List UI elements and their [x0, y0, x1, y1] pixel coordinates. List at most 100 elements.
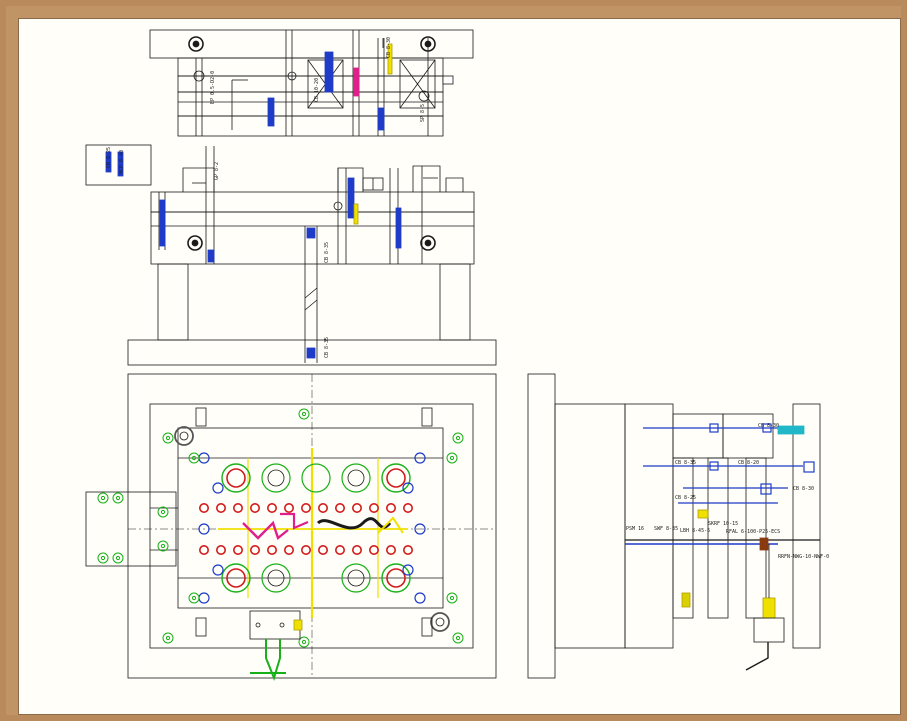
label-cb-left: CB 8-25: [106, 147, 112, 168]
cooling-hole: [212, 482, 224, 494]
label-side-cb-c: CB 8-20: [738, 460, 759, 466]
label-side-ps: PSM 16: [626, 526, 644, 532]
bolt-center: [115, 495, 121, 501]
ejector-pin-bottom: [351, 544, 362, 555]
cooling-hole: [402, 564, 414, 576]
plan-view: [85, 373, 497, 682]
ejector-pin-bottom: [199, 544, 210, 555]
label-side-sw: SWF 8-35: [654, 526, 678, 532]
bolt-center: [301, 639, 307, 645]
label-ej-pin: EP 0.5-D2-0: [210, 71, 216, 104]
ejector-pin-bottom: [250, 544, 261, 555]
plate-bolts: [97, 408, 464, 648]
ejector-pin-top: [317, 502, 328, 513]
bolt: [97, 552, 109, 564]
label-gp: GP 8-2: [214, 162, 220, 180]
cooling-hole-ring: [198, 452, 426, 604]
ejector-pin-top: [385, 502, 396, 513]
ejector-pin-bottom: [368, 544, 379, 555]
support-rail-right: [439, 263, 471, 341]
support-rail-left: [157, 263, 189, 341]
cooling-hole: [198, 592, 210, 604]
bolt: [188, 592, 200, 604]
label-side-rod1: SKRF 10-15: [708, 521, 738, 527]
label-side-lbh: LBH 8-45-5: [680, 528, 710, 534]
bolt-center: [301, 411, 307, 417]
ejector-pin-bottom: [267, 544, 278, 555]
bolt: [452, 632, 464, 644]
bolt-center: [100, 495, 106, 501]
bolt: [112, 552, 124, 564]
bolt: [298, 408, 310, 420]
drawing-canvas: EP 0.5-D2-0 CB 8-30 CB 10-20 SP 8-5 CB 8…: [18, 18, 901, 715]
bolt-center: [165, 635, 171, 641]
plan-mold-base: [149, 403, 474, 649]
bolt-center: [191, 455, 197, 461]
side-clamp-plate: [527, 373, 556, 679]
cooling-hole: [414, 523, 426, 535]
bolt: [446, 452, 458, 464]
label-cb-vert: CB 8-35: [324, 242, 330, 263]
cooling-hole: [414, 592, 426, 604]
side-clamp-plate-right: [792, 403, 821, 649]
ejector-pin-bottom: [317, 544, 328, 555]
ejector-pin-top: [199, 502, 210, 513]
ejector-pin-top: [300, 502, 311, 513]
cooling-hole: [198, 523, 210, 535]
side-section-view: [527, 373, 821, 679]
ejector-pin-top: [351, 502, 362, 513]
boss-row-bottom: [221, 563, 411, 593]
ejector-pin-top: [233, 502, 244, 513]
plan-cavity-insert: [177, 427, 444, 609]
side-nozzle-body: [753, 617, 785, 643]
bolt-center: [160, 543, 166, 549]
ejector-pin-top: [368, 502, 379, 513]
front-section-view: [85, 29, 497, 366]
ejector-pin-top: [283, 502, 294, 513]
core-plate-top: [150, 191, 475, 213]
label-mcp: MCP 8-40: [119, 150, 125, 174]
bottom-clamp-plate: [127, 339, 497, 366]
core-plate: [150, 211, 475, 265]
cooling-hole: [414, 452, 426, 464]
bolt-center: [165, 435, 171, 441]
runner-plate: [177, 57, 444, 77]
label-sp: SP 8-5: [420, 104, 426, 122]
ejector-pin-bottom: [216, 544, 227, 555]
label-side-cb-d: CB 8-30: [793, 486, 814, 492]
ejector-pin-top: [216, 502, 227, 513]
label-cb-mid: CB 10-20: [314, 78, 320, 102]
side-action-block: [85, 144, 152, 186]
bolt: [162, 432, 174, 444]
label-side-cb-a: CB 8-30: [758, 423, 779, 429]
bolt: [157, 506, 169, 518]
cooling-hole: [212, 564, 224, 576]
nozzle-cable-plan: [265, 639, 281, 682]
bolt: [162, 632, 174, 644]
bolt: [157, 540, 169, 552]
label-side-nozzle: RRFN-NWG-10-NWF-0: [778, 554, 829, 560]
label-side-rod2: RFAL 6-100-P25-ECS: [726, 529, 780, 535]
ejector-pin-top: [267, 502, 278, 513]
label-cb-plate: CB 8-35: [324, 337, 330, 358]
side-view-labels: CB 8-30 CB 8-35 CB 8-20 CB 8-30 CB 8-25 …: [626, 423, 829, 560]
screw-center: [324, 51, 334, 93]
front-view-labels: EP 0.5-D2-0 CB 8-30 CB 10-20 SP 8-5 CB 8…: [106, 37, 426, 358]
hot-runner-nozzle: [249, 610, 301, 640]
bolt-center: [191, 595, 197, 601]
bolt: [112, 492, 124, 504]
bolt-center: [160, 509, 166, 515]
bolt: [188, 452, 200, 464]
bolt-center: [449, 455, 455, 461]
ejector-pin-bottom: [402, 544, 413, 555]
cooling-hole: [402, 482, 414, 494]
bolt-center: [455, 635, 461, 641]
sprue-block-right: [399, 59, 436, 109]
bolt-center: [455, 435, 461, 441]
bolt: [446, 592, 458, 604]
label-cb-top: CB 8-30: [386, 37, 392, 58]
ejector-pin-bottom: [334, 544, 345, 555]
bolt-center: [115, 555, 121, 561]
ejector-pin-bottom: [385, 544, 396, 555]
